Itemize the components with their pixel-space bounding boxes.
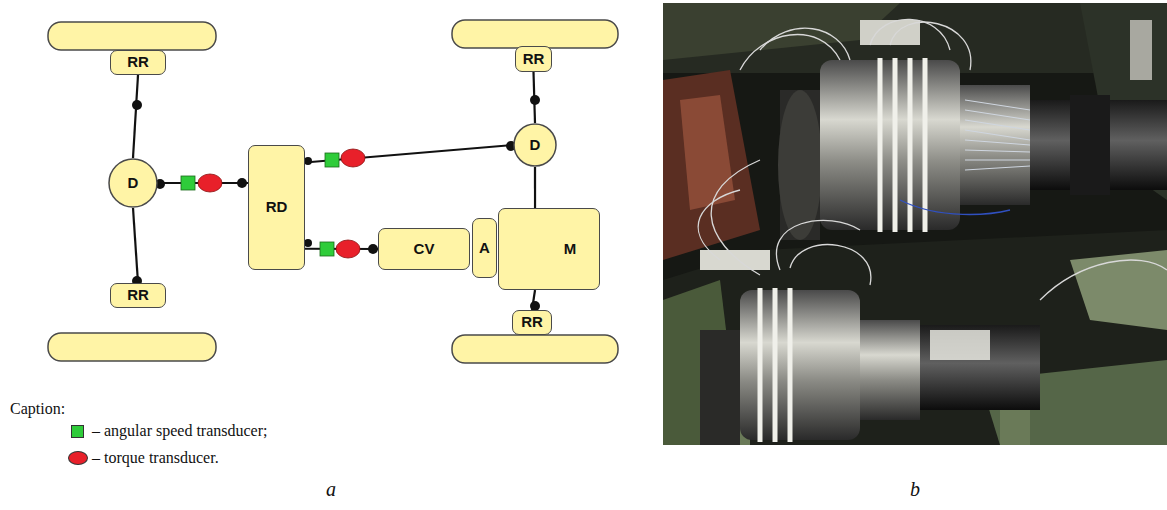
legend-text: – angular speed transducer; <box>92 422 267 440</box>
node-label: RD <box>266 199 288 216</box>
speed-transducer <box>320 242 334 256</box>
wheel-reducer-box: RR <box>515 46 552 72</box>
wheel-reducer-box: RR <box>110 283 166 308</box>
torque-transducer <box>336 240 360 258</box>
joint-dot <box>304 157 312 165</box>
joint-dot <box>368 244 378 254</box>
node-label: RR <box>521 314 543 331</box>
torque-transducer <box>198 174 222 192</box>
unit-box: A <box>472 218 497 278</box>
shaft-line <box>133 208 138 283</box>
node-label: A <box>479 240 490 257</box>
node-label: D <box>128 175 139 192</box>
gearbox-box: CV <box>378 228 470 270</box>
wheel <box>452 20 618 48</box>
caption-heading: Caption: <box>10 400 65 418</box>
differential-circle: D <box>513 123 557 167</box>
node-label: RR <box>127 54 149 71</box>
wheel <box>452 335 618 363</box>
speed-transducer <box>181 176 195 190</box>
node-label: M <box>564 241 577 258</box>
panel-letter: b <box>910 478 920 501</box>
differential-circle: D <box>108 158 158 208</box>
transfer-box: RD <box>248 145 305 270</box>
joint-dot <box>304 239 312 247</box>
node-label: RR <box>523 51 545 68</box>
legend-swatch <box>71 425 84 438</box>
node-label: D <box>530 137 541 154</box>
joint-dot <box>530 95 540 105</box>
joint-dot <box>237 178 247 188</box>
engine-box: M <box>498 208 600 290</box>
node-label: CV <box>414 241 435 258</box>
node-label: RR <box>127 287 149 304</box>
shaft-line <box>133 75 138 158</box>
wheel <box>48 22 216 50</box>
panel-letter: a <box>326 478 336 501</box>
joint-dot <box>132 100 142 110</box>
legend-text: – torque transducer. <box>92 449 219 467</box>
wheel <box>48 333 216 361</box>
speed-transducer <box>325 153 339 167</box>
shaft-line <box>534 167 536 208</box>
torque-transducer <box>341 149 365 167</box>
wheel-reducer-box: RR <box>512 310 552 335</box>
wheel-reducer-box: RR <box>110 50 166 75</box>
legend-swatch <box>68 451 88 465</box>
